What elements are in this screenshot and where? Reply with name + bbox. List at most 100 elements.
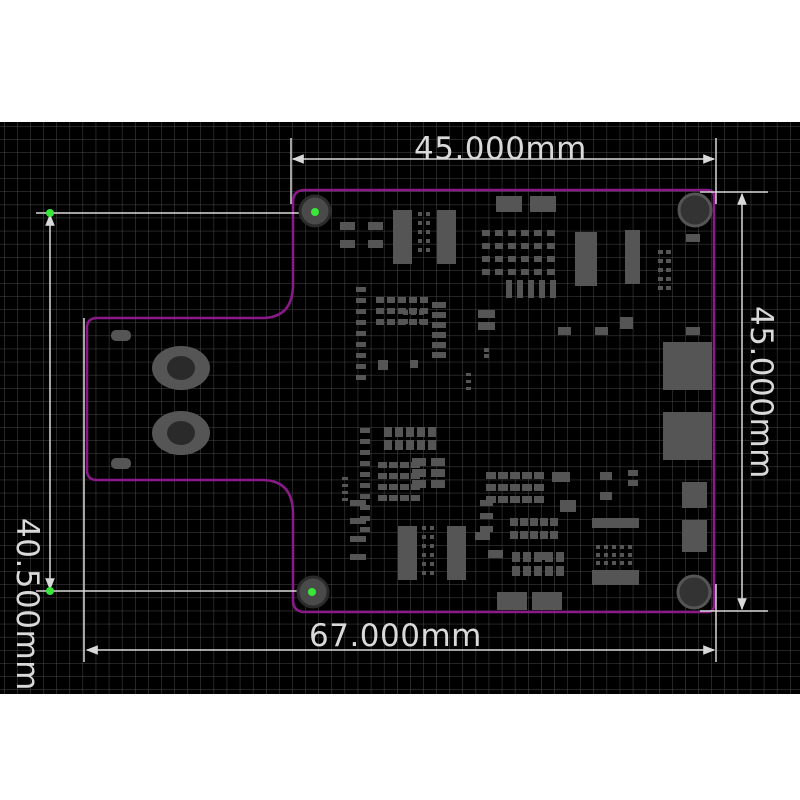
component-pad	[482, 230, 490, 236]
board-outline	[85, 188, 716, 614]
component-pad	[498, 496, 508, 503]
component-pad	[431, 458, 445, 466]
dimension-lines	[36, 138, 768, 662]
component-pad	[403, 319, 408, 324]
component-pad	[550, 518, 558, 526]
component-pad	[360, 439, 370, 444]
component-pad	[350, 518, 366, 524]
component-pad	[389, 462, 398, 468]
component-pad	[398, 297, 406, 303]
component-pad	[466, 373, 471, 376]
mounting-hole-top-right	[677, 192, 713, 228]
component-pad	[486, 472, 496, 479]
component-pad	[418, 239, 422, 243]
component-pad	[400, 462, 409, 468]
component-pad	[521, 230, 529, 236]
component-pad	[478, 310, 495, 318]
component-pad	[600, 472, 612, 480]
component-pad	[595, 327, 608, 335]
component-pad	[360, 494, 370, 499]
component-pad	[522, 484, 532, 491]
component-pad	[400, 473, 409, 479]
component-pad	[510, 518, 518, 526]
component-pad	[663, 412, 712, 460]
component-pad	[360, 483, 370, 488]
component-pad	[356, 364, 366, 369]
component-pad	[417, 427, 425, 437]
component-pad	[395, 427, 403, 437]
component-pad	[432, 312, 446, 318]
pcb-editor-canvas[interactable]: 45.000mm 67.000mm 40.500mm 45.000mm	[0, 122, 800, 694]
component-pad	[495, 230, 503, 236]
component-pad	[356, 309, 366, 314]
component-pad	[422, 562, 426, 566]
component-pad	[387, 308, 395, 314]
component-pad	[350, 536, 366, 542]
component-pad	[384, 427, 392, 437]
component-pad	[432, 352, 446, 358]
board-drawing	[0, 122, 800, 694]
component-pad	[417, 440, 425, 450]
component-pad	[406, 440, 414, 450]
component-pad	[628, 480, 638, 486]
mounting-holes	[296, 192, 713, 610]
component-pad	[497, 592, 527, 610]
component-pad	[398, 526, 417, 580]
component-pad	[378, 484, 387, 490]
component-pad	[411, 319, 416, 324]
component-pad	[484, 348, 489, 352]
component-pad	[547, 256, 555, 262]
component-pad	[422, 571, 426, 575]
component-pad	[411, 495, 420, 501]
component-pad	[430, 535, 434, 539]
component-pad	[384, 440, 392, 450]
component-pad	[400, 495, 409, 501]
component-pad	[552, 472, 570, 482]
component-pad	[530, 518, 538, 526]
component-pad	[663, 342, 712, 390]
dimension-bottom-width: 67.000mm	[309, 618, 482, 654]
component-pad	[376, 319, 384, 325]
component-pad	[426, 239, 430, 243]
component-pad	[682, 520, 707, 552]
component-pad	[600, 492, 612, 500]
component-pad	[478, 322, 495, 330]
component-pad	[378, 495, 387, 501]
component-pad	[532, 592, 562, 610]
component-pad	[403, 310, 408, 315]
component-pad	[510, 484, 520, 491]
component-pad	[482, 269, 490, 275]
component-pad	[356, 320, 366, 325]
component-pad	[350, 500, 366, 506]
component-pad	[389, 473, 398, 479]
selection-handle-icon	[46, 208, 319, 596]
pcb-components	[340, 196, 712, 610]
component-pad	[360, 450, 370, 455]
component-pad	[556, 566, 564, 576]
component-pad	[528, 280, 534, 298]
dimension-left-height: 40.500mm	[9, 518, 45, 691]
component-pad	[360, 461, 370, 466]
component-pad	[604, 553, 608, 557]
component-pad	[437, 210, 456, 264]
component-pad	[620, 545, 624, 549]
component-pad	[534, 243, 542, 249]
component-pad	[480, 513, 493, 519]
component-pad	[628, 561, 632, 565]
mounting-hole-bottom-right	[676, 574, 712, 610]
component-pad	[342, 477, 348, 480]
component-pad	[530, 531, 538, 539]
component-pad	[596, 553, 600, 557]
component-pad	[547, 230, 555, 236]
component-pad	[539, 280, 545, 298]
component-pad	[521, 269, 529, 275]
component-pad	[360, 428, 370, 433]
component-pad	[686, 327, 700, 335]
component-pad	[658, 250, 663, 254]
component-pad	[592, 570, 639, 585]
component-pad	[419, 310, 424, 315]
component-pad	[342, 484, 348, 487]
component-pad	[422, 544, 426, 548]
component-pad	[604, 561, 608, 565]
component-pad	[534, 472, 544, 479]
